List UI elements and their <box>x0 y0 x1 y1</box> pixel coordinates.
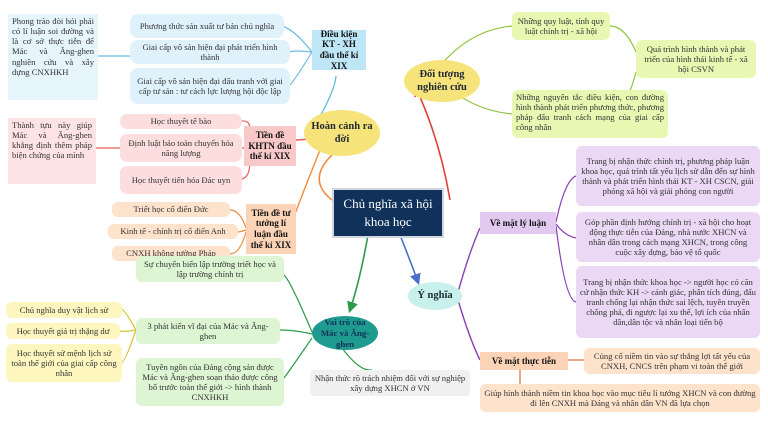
ly-luan-hub: Về mặt lý luận <box>480 212 556 234</box>
doi-tuong-item-2-text: Những nguyên tắc điều kiện, con đường hì… <box>516 92 664 133</box>
phat-kien-item-3: Học thuyết sứ mệnh lịch sử toàn thế giới… <box>6 344 122 382</box>
branch-vai-tro: Vai trò của Mác và Ăng-ghen <box>312 316 378 350</box>
central-topic: Chủ nghĩa xã hội khoa học <box>332 188 444 238</box>
tien-de-tu-tuong-label: Tiền đề tư tưởng lí luận đầu thế kỉ XIX <box>250 207 292 250</box>
phat-kien-item-2: Học thuyết giá trị thặng dư <box>6 323 120 339</box>
dieu-kien-item-2-text: Giai cấp vô sản hiện đại phát triển hình… <box>142 41 278 62</box>
tu-tuong-item-2: Kinh tế - chính trị cổ điển Anh <box>108 224 238 239</box>
khtn-item-2-text: Định luật bảo toàn chuyển hóa năng lượng <box>128 137 234 158</box>
vai-tro-item-2-text: 3 phát kiến vĩ đại của Mác và Ăng-ghen <box>147 320 269 341</box>
phat-kien-item-3-text: Học thuyết sứ mệnh lịch sử toàn thế giới… <box>11 347 117 379</box>
ly-luan-item-1-text: Trang bị nhận thức chính trị, phương phá… <box>581 155 755 197</box>
vai-tro-item-2: 3 phát kiến vĩ đại của Mác và Ăng-ghen <box>136 318 280 344</box>
dieu-kien-item-3: Giai cấp vô sản hiện đại đấu tranh với g… <box>130 68 290 104</box>
khtn-item-3-text: Học thuyết tiến hóa Đác uyn <box>131 174 231 185</box>
vai-tro-item-1-text: Sự chuyển biến lập trường triết học và l… <box>144 258 276 279</box>
vai-tro-item-1: Sự chuyển biến lập trường triết học và l… <box>136 256 284 282</box>
thuc-tien-hub: Về mặt thực tiễn <box>480 352 568 370</box>
doi-tuong-item-1-text: Những quy luật, tính quy luật chính trị … <box>517 15 605 36</box>
doi-tuong-item-1: Những quy luật, tính quy luật chính trị … <box>512 12 610 40</box>
branch-doi-tuong-label: Đối tượng nghiên cứu <box>417 68 467 93</box>
branch-y-nghia: Ý nghĩa <box>408 282 462 310</box>
tien-de-khtn-label: Tiền đề KHTN đầu thế kỉ XIX <box>248 130 292 162</box>
dieu-kien-item-1: Phương thức sản xuất tư bản chủ nghĩa <box>130 14 284 38</box>
tu-tuong-item-1-text: Triết học cổ điển Đức <box>133 204 209 215</box>
dieu-kien-item-3-text: Giai cấp vô sản hiện đại đấu tranh với g… <box>137 75 283 96</box>
thuc-tien-item-1: Củng cố niềm tin vào sự thắng lợi tất yế… <box>584 348 760 374</box>
vai-tro-item-3: Tuyên ngôn của Đảng cộng sản được Mác và… <box>136 358 284 406</box>
khtn-note-text: Thành tựu này giúp Mác và Ăng-ghen khẳng… <box>12 120 92 161</box>
doi-tuong-item-3: Quá trình hình thành và phát triển của h… <box>636 40 756 78</box>
dieu-kien-item-1-text: Phương thức sản xuất tư bản chủ nghĩa <box>139 20 275 31</box>
thuc-tien-label: Về mặt thực tiễn <box>491 355 557 366</box>
khtn-item-2: Định luật bảo toàn chuyển hóa năng lượng <box>120 134 242 162</box>
phat-kien-item-1: Chủ nghĩa duy vật lịch sử <box>6 302 122 318</box>
branch-hoan-canh-label: Hoàn cảnh ra đời <box>311 120 373 145</box>
phat-kien-item-1-text: Chủ nghĩa duy vật lịch sử <box>19 304 109 315</box>
tien-de-khtn-hub: Tiền đề KHTN đầu thế kỉ XIX <box>244 126 296 166</box>
vai-tro-nhan-thuc: Nhận thức rõ trách nhiệm đối với sự nghi… <box>310 370 470 396</box>
ly-luan-item-2-text: Góp phần định hướng chính trị - xã hội c… <box>584 216 752 258</box>
tu-tuong-item-1: Triết học cổ điển Đức <box>112 202 230 217</box>
vai-tro-nhan-thuc-text: Nhận thức rõ trách nhiệm đối với sự nghi… <box>314 372 466 393</box>
khtn-item-1: Học thuyết tế bào <box>120 114 242 129</box>
ly-luan-item-3-text: Trang bị nhận thức khoa học -> người học… <box>580 276 756 328</box>
doi-tuong-item-2: Những nguyên tắc điều kiện, con đường hì… <box>512 90 668 138</box>
branch-doi-tuong: Đối tượng nghiên cứu <box>404 60 480 102</box>
dieu-kien-item-2: Giai cấp vô sản hiện đại phát triển hình… <box>130 40 290 64</box>
ly-luan-label: Về mặt lý luận <box>489 217 547 228</box>
tu-tuong-item-3-text: CNXH không tưởng Pháp <box>126 248 216 259</box>
thuc-tien-item-2: Giúp hình thành niềm tin khoa học vào mụ… <box>480 384 760 412</box>
dieu-kien-label: Điều kiện KT - XH đầu thế kỉ XIX <box>319 30 359 70</box>
ly-luan-item-1: Trang bị nhận thức chính trị, phương phá… <box>576 146 760 206</box>
tu-tuong-item-2-text: Kinh tế - chính trị cổ điển Anh <box>120 226 226 237</box>
dieu-kien-hub: Điều kiện KT - XH đầu thế kỉ XIX <box>312 30 366 70</box>
tien-de-tu-tuong-hub: Tiền đề tư tưởng lí luận đầu thế kỉ XIX <box>246 204 296 254</box>
branch-vai-tro-label: Vai trò của Mác và Ăng-ghen <box>320 316 370 349</box>
ly-luan-item-2: Góp phần định hướng chính trị - xã hội c… <box>576 212 760 262</box>
branch-hoan-canh: Hoàn cảnh ra đời <box>304 110 380 156</box>
khtn-note: Thành tựu này giúp Mác và Ăng-ghen khẳng… <box>8 118 96 184</box>
khtn-item-3: Học thuyết tiến hóa Đác uyn <box>120 166 242 194</box>
ly-luan-item-3: Trang bị nhận thức khoa học -> người học… <box>576 266 760 338</box>
dieu-kien-note-text: Phong trào đòi hỏi phải có lí luận soi đ… <box>12 16 94 77</box>
branch-y-nghia-label: Ý nghĩa <box>417 290 453 302</box>
doi-tuong-item-3-text: Quá trình hình thành và phát triển của h… <box>644 43 748 75</box>
phat-kien-item-2-text: Học thuyết giá trị thặng dư <box>16 325 110 336</box>
central-topic-label: Chủ nghĩa xã hội khoa học <box>343 195 433 229</box>
thuc-tien-item-2-text: Giúp hình thành niềm tin khoa học vào mụ… <box>484 387 756 408</box>
thuc-tien-item-1-text: Củng cố niềm tin vào sự thắng lợi tất yế… <box>593 350 751 371</box>
dieu-kien-note: Phong trào đòi hỏi phải có lí luận soi đ… <box>8 14 98 100</box>
vai-tro-item-3-text: Tuyên ngôn của Đảng cộng sản được Mác và… <box>142 361 278 403</box>
khtn-item-1-text: Học thuyết tế bào <box>150 116 212 127</box>
